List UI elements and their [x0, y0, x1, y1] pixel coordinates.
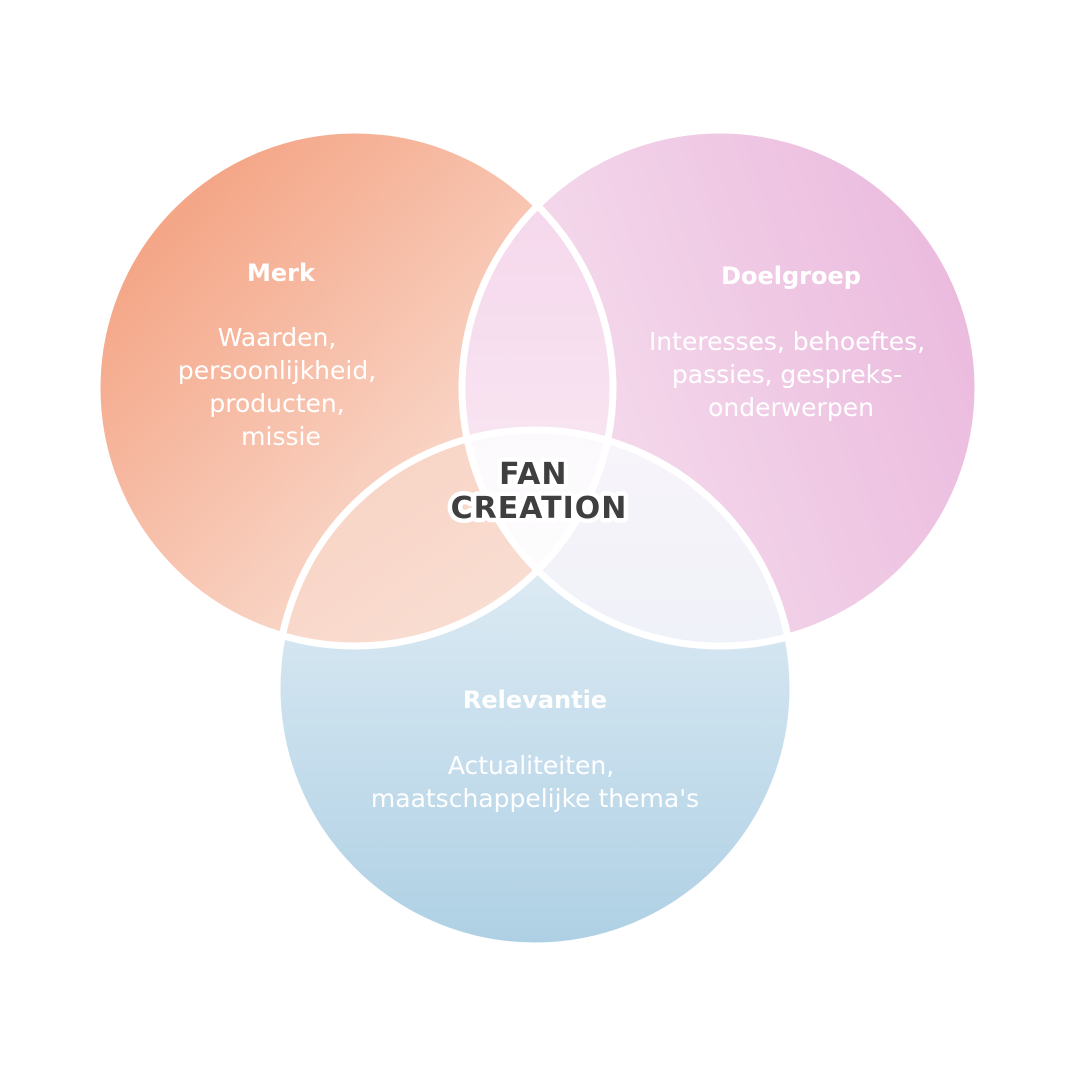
doelgroep-description: Interesses, behoeftes, passies, gespreks…: [649, 327, 933, 422]
overlap-doelgroep-relevantie: [462, 430, 793, 646]
circle-outlines: [93, 126, 982, 950]
merk-title: Merk: [247, 259, 316, 287]
relevantie-description: Actualiteiten, maatschappelijke thema's: [371, 751, 699, 813]
merk-description: Waarden, persoonlijkheid, producten, mis…: [178, 323, 384, 451]
overlap-merk-relevantie: [277, 430, 613, 646]
relevantie-title: Relevantie: [463, 686, 607, 714]
doelgroep-title: Doelgroep: [721, 262, 861, 290]
center-label: FAN CREATION: [451, 457, 628, 526]
